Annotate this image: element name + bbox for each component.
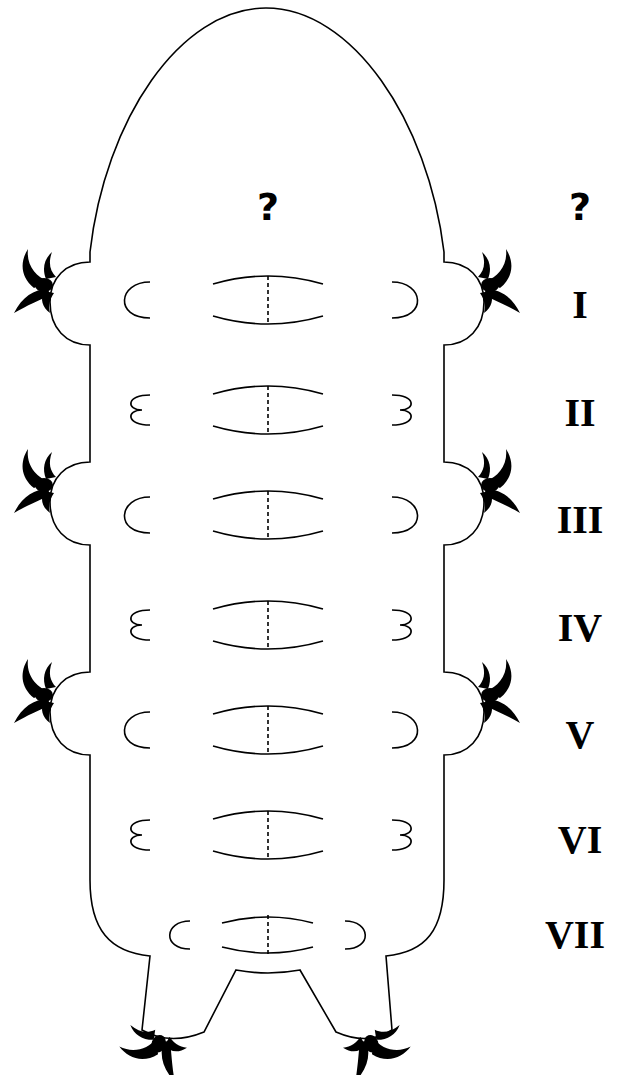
segment-plates [131, 386, 411, 434]
claw [14, 249, 56, 313]
claw [478, 449, 520, 513]
segment-number: VI [558, 820, 602, 860]
segment-plates [131, 811, 411, 859]
segment-number: III [557, 500, 604, 540]
segment-number: II [564, 393, 595, 433]
segment-number: I [572, 285, 588, 325]
segment-plates [124, 276, 417, 324]
unknown-mark: ? [257, 188, 279, 226]
segment-plates [170, 915, 366, 955]
body-outline [50, 8, 484, 1039]
segment-plates [124, 706, 417, 754]
segment-number: VII [545, 915, 605, 955]
claw [478, 249, 520, 313]
claw [14, 659, 56, 723]
claw [341, 1020, 416, 1075]
claw [14, 449, 56, 513]
segment-plates [131, 601, 411, 649]
segment-plates [124, 491, 417, 539]
segment-number: IV [558, 608, 602, 648]
unknown-mark: ? [569, 188, 591, 226]
claw [115, 1020, 190, 1075]
claw [478, 659, 520, 723]
segment-number: V [566, 715, 595, 755]
